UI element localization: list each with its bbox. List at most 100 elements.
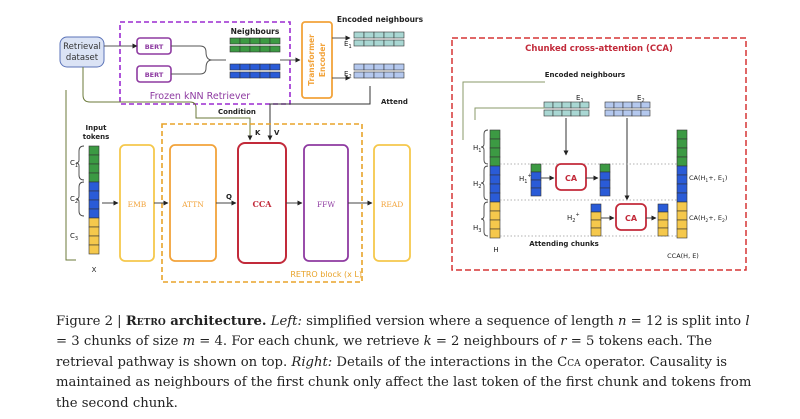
- caption-left: Left:: [270, 314, 302, 329]
- r-encoded-token: [613, 109, 624, 117]
- encoded-token: [383, 63, 395, 71]
- neighbour-token: [269, 63, 281, 71]
- ca-out2-label: CA(H2+, E2): [689, 214, 727, 224]
- h1plus-label: H1+: [519, 173, 532, 185]
- input-token-column: [88, 145, 100, 255]
- input-token: [88, 235, 100, 246]
- caption-t3: = 3 chunks of size: [56, 334, 183, 350]
- r-encoded-token: [631, 101, 642, 109]
- r-encoded-token: [543, 101, 554, 109]
- h-token: [489, 210, 501, 221]
- caption-t5: = 2 neighbours of: [431, 334, 561, 350]
- h1plus-token: [530, 171, 542, 181]
- caption-m: m: [182, 334, 196, 350]
- output-token: [676, 129, 688, 140]
- frozen-knn-box: [119, 21, 291, 105]
- ca-label-1: CA: [565, 174, 578, 183]
- input-tokens-label-2: tokens: [83, 133, 110, 141]
- neighbour-token: [239, 63, 251, 71]
- ca2-output-column: [657, 203, 669, 237]
- ca-label-2: CA: [625, 214, 638, 223]
- caption-t6: = 5 tokens each. The retrieval pathway i…: [56, 334, 713, 370]
- caption-t7: Details of the interactions in the: [332, 354, 558, 370]
- neighbour-token: [269, 37, 281, 45]
- r-encoded-token: [622, 101, 633, 109]
- neighbours-label: Neighbours: [231, 27, 280, 36]
- cca-he-label: CCA(H, E): [667, 252, 699, 260]
- bert-label-top: BERT: [145, 43, 164, 51]
- r-encoded-neighbours-label: Encoded neighbours: [545, 71, 625, 79]
- r-e2-label: E2: [637, 94, 645, 104]
- read-block: [373, 144, 411, 262]
- h2plus-token: [590, 203, 602, 213]
- c2-label: C2: [70, 195, 78, 205]
- output-token: [676, 210, 688, 221]
- encoded-token: [363, 39, 375, 47]
- neighbour-token: [239, 71, 251, 79]
- neighbour-token: [249, 63, 261, 71]
- attending-chunks-label: Attending chunks: [529, 240, 599, 248]
- attn-label: ATTN: [181, 200, 204, 209]
- neighbour-token: [229, 37, 241, 45]
- r-encoded-token: [561, 101, 572, 109]
- cca-detail-box: [451, 37, 747, 271]
- caption-arch: architecture.: [165, 314, 267, 329]
- ca2-out-token: [657, 219, 669, 229]
- r-e1-label: E1: [576, 94, 584, 104]
- output-token: [676, 174, 688, 185]
- caption-right: Right:: [291, 354, 333, 370]
- output-token: [676, 147, 688, 158]
- ca-out1-label: CA(H1+, E1): [689, 174, 727, 184]
- input-token: [88, 244, 100, 255]
- frozen-knn-label: Frozen kNN Retriever: [150, 91, 250, 102]
- encoded-neighbours-label: Encoded neighbours: [337, 15, 424, 24]
- encoded-token: [373, 63, 385, 71]
- neighbour-token: [229, 71, 241, 79]
- neighbour-token: [259, 37, 271, 45]
- neighbour-token: [269, 71, 281, 79]
- h-token: [489, 165, 501, 176]
- encoded-token: [373, 31, 385, 39]
- r-encoded-token: [543, 109, 554, 117]
- encoded-token: [383, 71, 395, 79]
- emb-label: EMB: [128, 200, 147, 209]
- ca1-out-token: [599, 171, 611, 181]
- retro-diagram: Frozen kNN Retriever Retrieval dataset B…: [59, 15, 747, 283]
- caption-fig: Figure 2 |: [56, 314, 126, 329]
- h1plus-token: [530, 179, 542, 189]
- r-encoded-token: [640, 101, 651, 109]
- encoded-token: [383, 39, 395, 47]
- read-label: READ: [381, 200, 404, 209]
- neighbour-token: [259, 63, 271, 71]
- caption-t1: simplified version where a sequence of l…: [301, 314, 618, 329]
- h-token: [489, 138, 501, 149]
- cca-label: CCA: [253, 199, 273, 209]
- cca-detail-title: Chunked cross-attention (CCA): [525, 44, 673, 54]
- encoded-token: [353, 39, 365, 47]
- h1plus-token: [530, 163, 542, 173]
- r-encoded-token: [640, 109, 651, 117]
- h3-label: H3: [473, 224, 481, 234]
- caption-t4: = 4. For each chunk, we retrieve: [195, 334, 424, 350]
- h-token: [489, 183, 501, 194]
- h1plus-column: [530, 163, 542, 197]
- h1plus-token: [530, 187, 542, 197]
- output-token: [676, 219, 688, 230]
- h2-label: H2: [473, 180, 481, 190]
- caption-retro: Retro: [125, 314, 166, 329]
- ffw-label: FFW: [317, 200, 335, 209]
- ca-box-2: [615, 203, 647, 231]
- caption-t2: = 12 is split into: [626, 314, 746, 329]
- encoded-token: [363, 63, 375, 71]
- figure-caption: Figure 2 | Retro architecture. Left: sim…: [56, 312, 756, 414]
- input-token: [88, 226, 100, 237]
- h2plus-label: H2+: [567, 212, 580, 224]
- neighbour-token: [249, 45, 261, 53]
- input-token: [88, 145, 100, 156]
- neighbour-token: [249, 37, 261, 45]
- ca-box-1: [555, 163, 587, 191]
- c3-label: C3: [70, 232, 78, 242]
- encoded-token: [363, 31, 375, 39]
- h-token: [489, 156, 501, 167]
- encoded-token: [373, 39, 385, 47]
